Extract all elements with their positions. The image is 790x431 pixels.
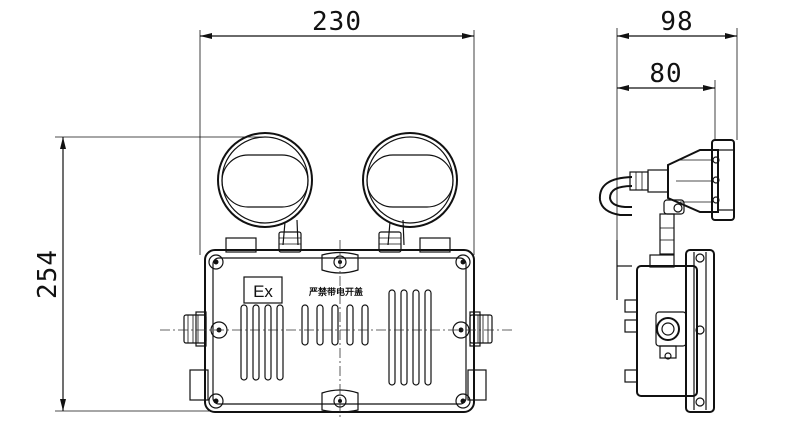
dimension-depth-total: 98 [616, 7, 738, 245]
cooling-slot [361, 304, 369, 346]
left-lamp-head [217, 132, 313, 253]
front-view: 230 254 [33, 7, 515, 420]
ex-mark: Ex [253, 282, 273, 301]
cooling-slot [388, 289, 396, 386]
cooling-slot [240, 304, 248, 381]
depth-body-label: 80 [649, 59, 682, 89]
side-bracket [616, 240, 638, 383]
warning-text: 严禁带电开盖 [308, 286, 363, 298]
cooling-slot [252, 304, 260, 381]
cooling-slot [412, 289, 420, 386]
left-cable-gland [183, 311, 207, 347]
right-lamp-head [362, 132, 458, 253]
depth-total-label: 98 [660, 7, 693, 37]
side-arm [598, 176, 685, 255]
cooling-slot [316, 304, 324, 346]
side-lamp-head [629, 139, 735, 221]
cooling-slot [331, 304, 339, 346]
cooling-slot [264, 304, 272, 381]
height-front-label: 254 [33, 249, 63, 299]
cooling-slot [301, 304, 309, 346]
cooling-slot [276, 304, 284, 381]
front-brackets [189, 237, 487, 401]
dimension-width-front: 230 [199, 7, 475, 255]
width-front-label: 230 [312, 7, 362, 37]
cooling-slot [346, 304, 354, 346]
cooling-slot [424, 289, 432, 386]
cooling-slot [400, 289, 408, 386]
dimension-height-front: 254 [33, 136, 265, 412]
front-housing: Ex 严禁带电开盖 [204, 249, 475, 413]
side-view: 98 80 [598, 7, 738, 413]
side-housing [636, 249, 715, 413]
cooling-slots [240, 289, 432, 386]
dimension-depth-body: 80 [617, 59, 716, 140]
